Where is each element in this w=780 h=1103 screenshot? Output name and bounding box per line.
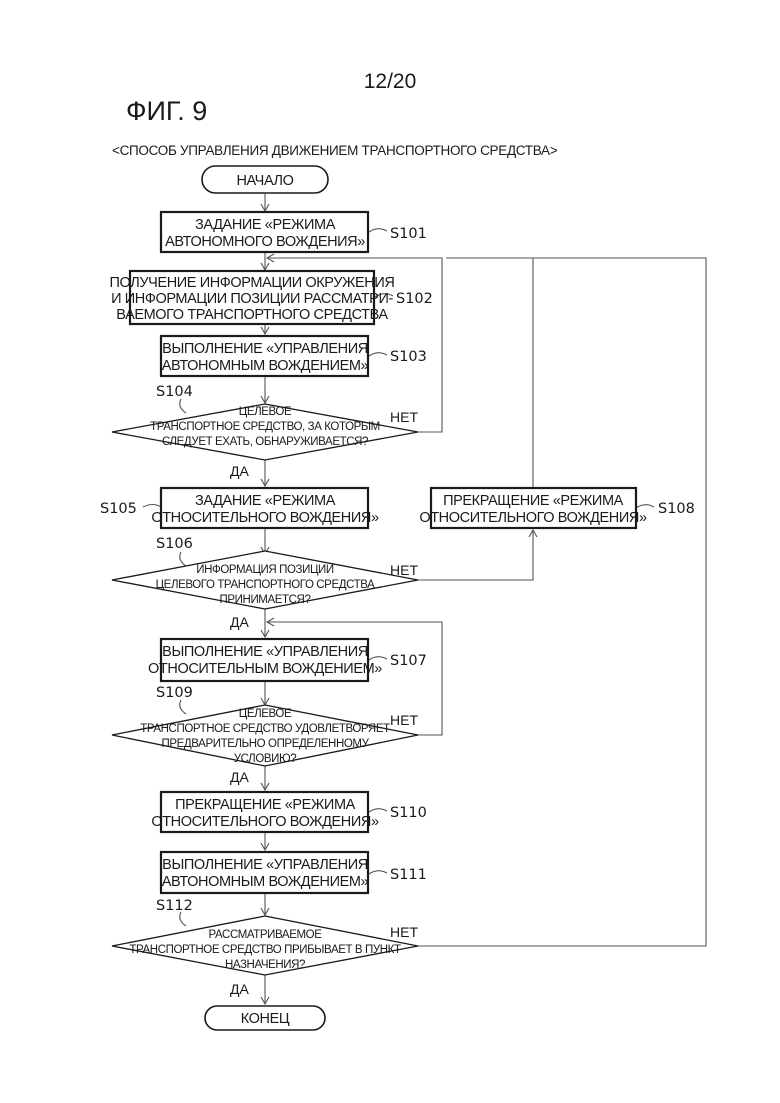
s110-id: S110 [390, 805, 427, 821]
s101-id: S101 [390, 226, 427, 242]
s108-id: S108 [658, 501, 695, 517]
s104-id: S104 [156, 384, 193, 400]
step-s102: ПОЛУЧЕНИЕ ИНФОРМАЦИИ ОКРУЖЕНИЯ И ИНФОРМА… [110, 271, 433, 324]
s102-id: S102 [396, 291, 433, 307]
s109-line-1: ЦЕЛЕВОЕ [239, 708, 292, 720]
leader-s106 [180, 552, 186, 566]
s109-id: S109 [156, 685, 193, 701]
step-s110: ПРЕКРАЩЕНИЕ «РЕЖИМА ОТНОСИТЕЛЬНОГО ВОЖДЕ… [151, 792, 427, 832]
s101-line-1: ЗАДАНИЕ «РЕЖИМА [195, 217, 336, 233]
s111-line-2: АВТОНОМНЫМ ВОЖДЕНИЕМ» [162, 874, 369, 890]
s109-line-4: УСЛОВИЮ? [234, 753, 296, 765]
s109-line-2: ТРАНСПОРТНОЕ СРЕДСТВО УДОВЛЕТВОРЯЕТ [140, 723, 390, 735]
s107-line-2: ОТНОСИТЕЛЬНЫМ ВОЖДЕНИЕМ» [148, 661, 382, 677]
s102-line-3: ВАЕМОГО ТРАНСПОРТНОГО СРЕДСТВА [116, 307, 388, 323]
s102-line-1: ПОЛУЧЕНИЕ ИНФОРМАЦИИ ОКРУЖЕНИЯ [110, 275, 395, 291]
leader-s111 [369, 871, 387, 874]
s104-yes-label: ДА [230, 463, 249, 479]
leader-s103 [369, 353, 387, 356]
s103-line-1: ВЫПОЛНЕНИЕ «УПРАВЛЕНИЯ [162, 341, 368, 357]
s111-id: S111 [390, 867, 427, 883]
s112-line-1: РАССМАТРИВАЕМОЕ [209, 929, 323, 941]
leader-s107 [369, 657, 387, 660]
s106-line-1: ИНФОРМАЦИЯ ПОЗИЦИИ [196, 564, 334, 576]
leader-s101 [369, 229, 387, 232]
leader-s109 [180, 700, 186, 714]
step-s107: ВЫПОЛНЕНИЕ «УПРАВЛЕНИЯ ОТНОСИТЕЛЬНЫМ ВОЖ… [148, 639, 427, 681]
s104-no-label: НЕТ [390, 409, 418, 425]
arrow-s108-loop [446, 258, 533, 488]
leader-s112 [180, 912, 186, 926]
s105-line-1: ЗАДАНИЕ «РЕЖИМА [195, 493, 336, 509]
s109-line-3: ПРЕДВАРИТЕЛЬНО ОПРЕДЕЛЕННОМУ [162, 738, 370, 750]
s111-line-1: ВЫПОЛНЕНИЕ «УПРАВЛЕНИЯ [162, 857, 368, 873]
end-label: КОНЕЦ [241, 1011, 290, 1027]
s112-line-2: ТРАНСПОРТНОЕ СРЕДСТВО ПРИБЫВАЕТ В ПУНКТ [129, 944, 401, 956]
s107-line-1: ВЫПОЛНЕНИЕ «УПРАВЛЕНИЯ [162, 644, 368, 660]
s106-line-3: ПРИНИМАЕТСЯ? [220, 594, 311, 606]
start-terminal: НАЧАЛО [202, 166, 328, 193]
leader-s110 [369, 809, 387, 812]
s110-line-2: ОТНОСИТЕЛЬНОГО ВОЖДЕНИЯ» [151, 814, 379, 830]
leader-s108 [636, 505, 654, 508]
s102-line-2: И ИНФОРМАЦИИ ПОЗИЦИИ РАССМАТРИ- [111, 291, 393, 307]
s108-line-2: ОТНОСИТЕЛЬНОГО ВОЖДЕНИЯ» [419, 510, 647, 526]
s105-line-2: ОТНОСИТЕЛЬНОГО ВОЖДЕНИЯ» [151, 510, 379, 526]
s104-line-3: СЛЕДУЕТ ЕХАТЬ, ОБНАРУЖИВАЕТСЯ? [162, 436, 368, 448]
s105-id: S105 [100, 501, 137, 517]
s101-line-2: АВТОНОМНОГО ВОЖДЕНИЯ» [165, 234, 365, 250]
s112-yes-label: ДА [230, 981, 249, 997]
leader-s104 [180, 399, 186, 413]
s106-no-label: НЕТ [390, 562, 418, 578]
step-s103: ВЫПОЛНЕНИЕ «УПРАВЛЕНИЯ АВТОНОМНЫМ ВОЖДЕН… [161, 336, 427, 376]
s110-line-1: ПРЕКРАЩЕНИЕ «РЕЖИМА [175, 797, 356, 813]
step-s108: ПРЕКРАЩЕНИЕ «РЕЖИМА ОТНОСИТЕЛЬНОГО ВОЖДЕ… [419, 488, 695, 528]
s112-id: S112 [156, 898, 193, 914]
arrow-s106-no-to-s108 [418, 530, 533, 580]
arrow-s112-no-loop [418, 258, 706, 946]
s112-no-label: НЕТ [390, 924, 418, 940]
step-s101: ЗАДАНИЕ «РЕЖИМА АВТОНОМНОГО ВОЖДЕНИЯ» S1… [161, 212, 427, 252]
s104-line-1: ЦЕЛЕВОЕ [239, 406, 292, 418]
s112-line-3: НАЗНАЧЕНИЯ? [225, 959, 305, 971]
s109-yes-label: ДА [230, 769, 249, 785]
s106-line-2: ЦЕЛЕВОГО ТРАНСПОРТНОГО СРЕДСТВА [156, 579, 376, 591]
s106-id: S106 [156, 536, 193, 552]
step-s105: ЗАДАНИЕ «РЕЖИМА ОТНОСИТЕЛЬНОГО ВОЖДЕНИЯ»… [100, 488, 379, 528]
s108-line-1: ПРЕКРАЩЕНИЕ «РЕЖИМА [443, 493, 624, 509]
s103-line-2: АВТОНОМНЫМ ВОЖДЕНИЕМ» [162, 358, 369, 374]
s104-line-2: ТРАНСПОРТНОЕ СРЕДСТВО, ЗА КОТОРЫМ [150, 421, 380, 433]
s103-id: S103 [390, 349, 427, 365]
end-terminal: КОНЕЦ [205, 1006, 325, 1030]
s106-yes-label: ДА [230, 614, 249, 630]
start-label: НАЧАЛО [236, 173, 293, 189]
s109-no-label: НЕТ [390, 712, 418, 728]
leader-s105 [143, 505, 161, 508]
s107-id: S107 [390, 653, 427, 669]
